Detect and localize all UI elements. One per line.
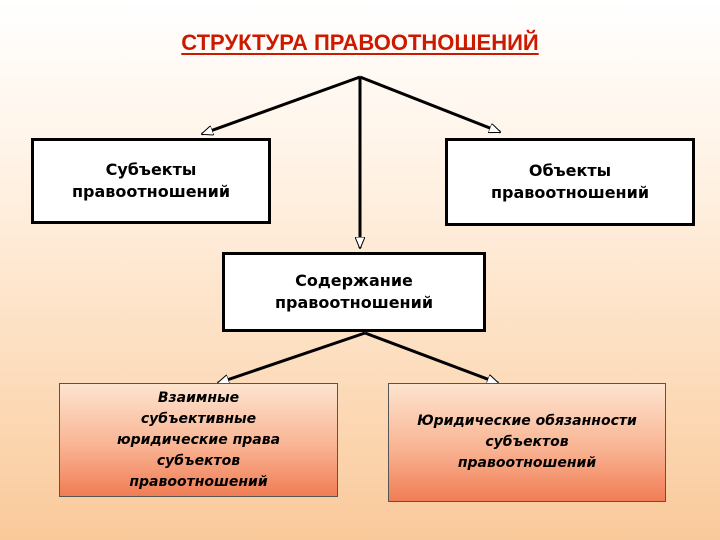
node-content-line-2: правоотношений — [274, 293, 434, 312]
diagram-title: СТРУКТУРА ПРАВООТНОШЕНИЙ — [181, 30, 539, 55]
arrow-title-to-objects — [359, 75, 500, 134]
node-duties-line-3: правоотношений — [457, 455, 597, 471]
node-objects: Объекты правоотношений — [445, 138, 695, 226]
node-subjects: Субъекты правоотношений — [31, 138, 271, 224]
node-objects-line-2: правоотношений — [490, 183, 650, 202]
node-rights-line-4: субъектов — [156, 452, 241, 469]
arrow-content-to-duties — [364, 331, 498, 385]
node-rights-line-3: юридические права — [116, 431, 281, 448]
node-subjects-line-2: правоотношений — [71, 182, 231, 201]
node-content: Содержание правоотношений — [222, 252, 486, 332]
node-objects-line-1: Объекты — [528, 161, 612, 180]
node-duties: Юридические обязанности субъектов правоо… — [388, 383, 666, 502]
node-content-line-1: Содержание — [295, 271, 413, 290]
node-rights-line-5: правоотношений — [129, 473, 268, 490]
arrow-title-to-subjects — [202, 75, 361, 134]
node-duties-line-1: Юридические обязанности — [417, 413, 637, 429]
node-rights-line-2: субъективные — [140, 410, 257, 427]
arrow-content-to-rights — [218, 331, 366, 383]
node-rights: Взаимные субъективные юридические права … — [59, 383, 338, 497]
node-duties-line-2: субъектов — [485, 434, 569, 450]
node-rights-line-1: Взаимные — [157, 389, 240, 406]
node-subjects-line-1: Субъекты — [105, 160, 197, 179]
